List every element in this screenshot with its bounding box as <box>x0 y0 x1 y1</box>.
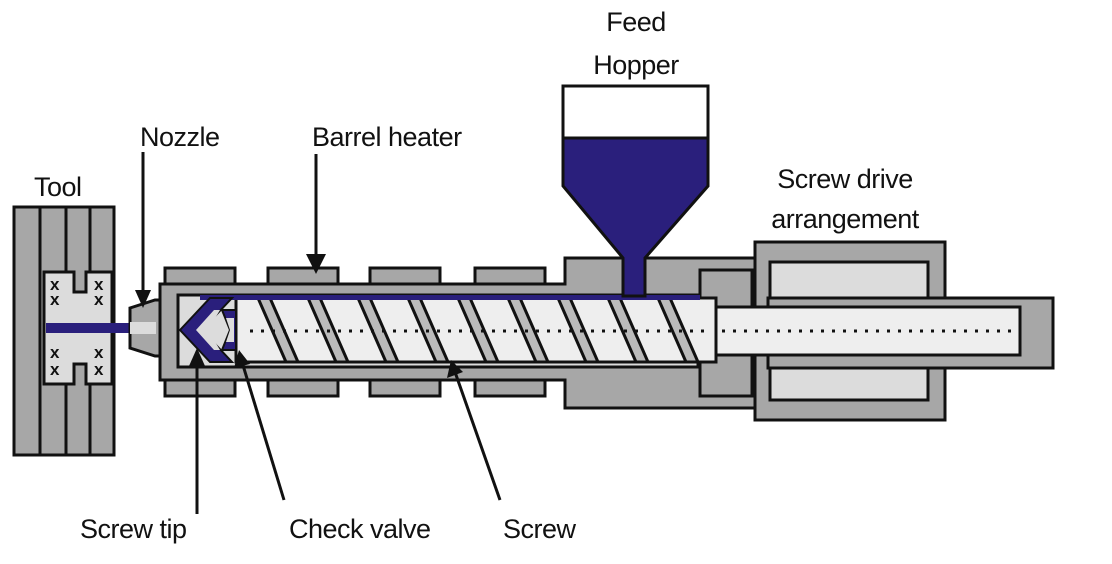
check-valve-arrow <box>234 350 286 501</box>
melt-flow <box>200 295 700 300</box>
feed-hopper <box>561 84 710 298</box>
screw <box>234 296 718 364</box>
barrel-heater-arrow <box>306 154 326 274</box>
label-screw-tip: Screw tip <box>80 514 187 544</box>
svg-text:x: x <box>94 275 104 294</box>
svg-text:x: x <box>50 360 60 379</box>
check-valve <box>220 309 237 351</box>
screw-shaft <box>713 305 1022 357</box>
labels: Feed Hopper Nozzle Barrel heater Tool Sc… <box>34 7 920 544</box>
label-screw-drive-line1: Screw drive <box>777 164 913 194</box>
label-tool: Tool <box>34 172 82 202</box>
tool: xx xx xx xx <box>12 205 134 457</box>
svg-text:x: x <box>94 360 104 379</box>
svg-text:x: x <box>50 343 60 362</box>
mould-cavity-melt <box>46 323 134 333</box>
screw-tip <box>178 297 235 363</box>
label-feed-hopper-line2: Hopper <box>593 50 679 80</box>
tool-cooling-marks: xx xx xx xx <box>50 275 104 379</box>
label-screw: Screw <box>503 514 577 544</box>
nozzle-arrow <box>135 152 151 308</box>
label-feed-hopper-line1: Feed <box>606 7 666 37</box>
svg-text:x: x <box>50 290 60 309</box>
barrel-heater-bands <box>163 266 547 398</box>
label-nozzle: Nozzle <box>140 122 220 152</box>
screw-arrow <box>447 360 502 501</box>
leader-arrows <box>135 152 502 514</box>
svg-text:x: x <box>94 343 104 362</box>
svg-text:x: x <box>50 275 60 294</box>
label-check-valve: Check valve <box>289 514 431 544</box>
nozzle <box>128 298 162 358</box>
screw-tip-arrow <box>189 348 205 514</box>
label-barrel-heater: Barrel heater <box>312 122 462 152</box>
label-screw-drive-line2: arrangement <box>771 204 920 234</box>
svg-text:x: x <box>94 290 104 309</box>
